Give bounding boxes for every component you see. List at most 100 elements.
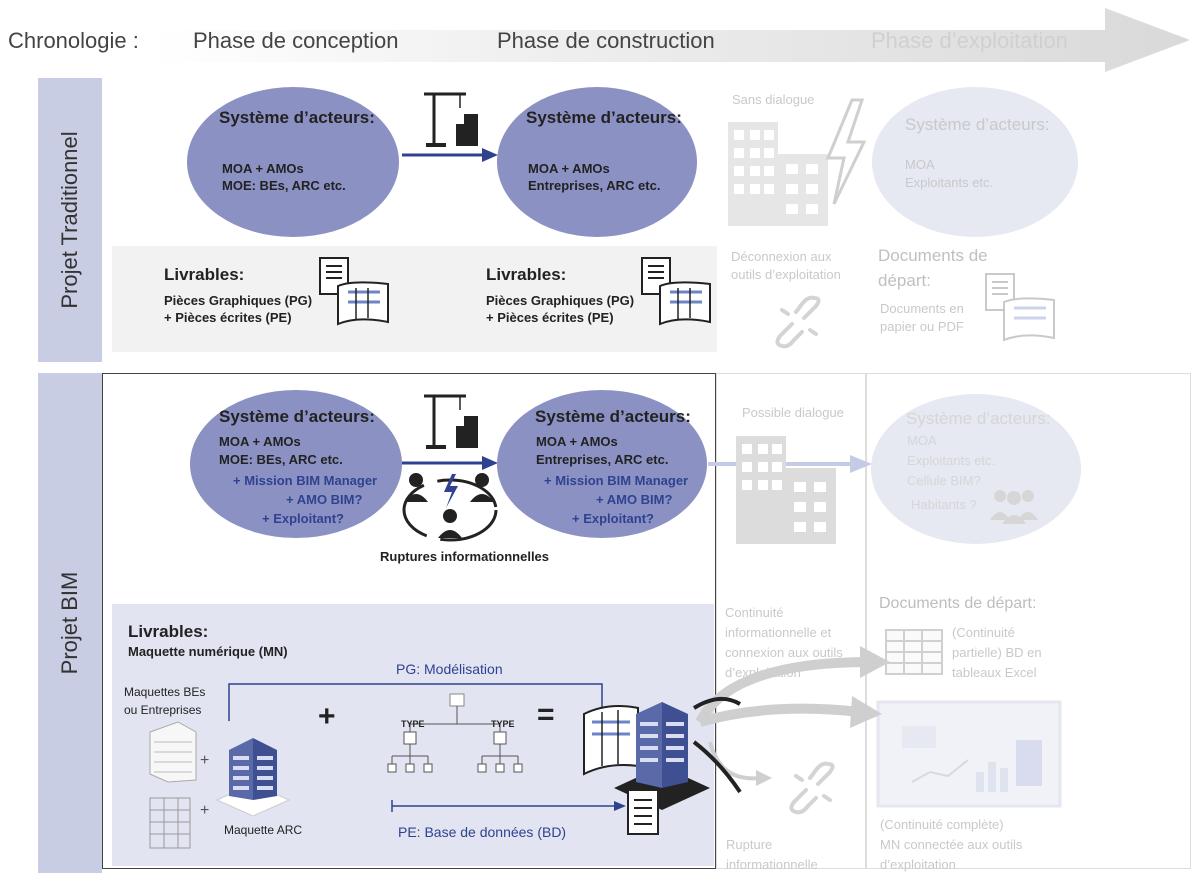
row-label-bim: Projet BIM	[38, 373, 102, 873]
timeline-label: Chronologie :	[8, 28, 139, 53]
continuity-line3: connexion aux outils	[725, 645, 843, 660]
flow-arrows	[692, 646, 890, 794]
complete-line3: d’exploitation	[880, 857, 956, 872]
equals-sign: =	[537, 698, 555, 731]
phase-construction: Phase de construction	[497, 28, 715, 53]
lightning-icon	[825, 98, 867, 205]
documents-icon	[319, 257, 389, 326]
trad-actors1-line1: MOA + AMOs	[222, 161, 304, 176]
bim-actors2-extra3: + Exploitant?	[572, 511, 654, 526]
ruptures-people-icon	[402, 473, 498, 542]
bim-actors-exploitation	[871, 394, 1081, 544]
bim-actors1-extra1: + Mission BIM Manager	[233, 473, 378, 488]
bim-actors3-line2: Exploitants etc.	[907, 453, 996, 468]
bim-docs-title: Documents de départ:	[879, 595, 1037, 612]
bim-deliv-sub: Maquette numérique (MN)	[128, 644, 288, 659]
spreadsheet-icon	[885, 629, 943, 675]
no-dialogue-label: Sans dialogue	[732, 92, 815, 107]
trad-deliv2-title: Livrables:	[486, 265, 567, 284]
bim-actors2-extra1: + Mission BIM Manager	[544, 473, 689, 488]
trad-deliv1-title: Livrables:	[164, 265, 245, 284]
building-3d-icon	[215, 738, 291, 817]
plus-small-2: +	[200, 802, 210, 819]
row-label-traditional: Projet Traditionnel	[38, 78, 102, 362]
bim-actors3-title: Système d’acteurs:	[906, 409, 1051, 428]
building-wireframe-icon	[149, 797, 191, 849]
broken-link-icon	[789, 761, 835, 815]
trad-deliv2-line2: + Pièces écrites (PE)	[486, 310, 614, 325]
maquette-arc-label: Maquette ARC	[224, 823, 303, 837]
phase-conception: Phase de conception	[193, 28, 399, 53]
ruptures-label: Ruptures informationnelles	[380, 549, 550, 564]
bim-actors-construction	[497, 390, 707, 538]
bim-actors2-line1: MOA + AMOs	[536, 434, 618, 449]
type-hierarchy-icon	[387, 693, 523, 773]
digital-model-icon	[583, 702, 710, 835]
plus-sign: +	[318, 700, 336, 733]
documents-icon	[641, 257, 711, 326]
timeline-arrow	[150, 8, 1190, 72]
partial-line2: partielle) BD en	[952, 645, 1042, 660]
type-label-2: TYPE	[491, 719, 515, 729]
crane-icon	[424, 92, 478, 147]
partial-line1: (Continuité	[952, 625, 1015, 640]
plus-small-1: +	[200, 752, 210, 769]
bim-actors3-line3: Cellule BIM?	[907, 473, 981, 488]
phase-exploitation: Phase d’exploitation	[871, 28, 1068, 53]
building-outline-icon	[149, 721, 197, 783]
bim-actors1-extra2: + AMO BIM?	[286, 492, 363, 507]
trad-deliv2-line1: Pièces Graphiques (PG)	[486, 293, 635, 308]
trad-actors-construction	[497, 87, 697, 237]
bim-arrow	[402, 456, 498, 470]
rupture-line2: informationnelle	[726, 857, 818, 872]
documents-icon	[985, 273, 1055, 342]
bim-actors1-line1: MOA + AMOs	[219, 434, 301, 449]
trad-docs-title-2: départ:	[878, 271, 931, 290]
building-icon	[736, 436, 836, 544]
trad-deliv1-line2: + Pièces écrites (PE)	[164, 310, 292, 325]
bim-actors-conception	[190, 390, 402, 538]
rupture-line1: Rupture	[726, 837, 773, 852]
type-label-1: TYPE	[401, 719, 425, 729]
dashboard-screen-icon	[876, 700, 1062, 808]
trad-actors2-title: Système d’acteurs:	[526, 108, 682, 127]
bim-actors3-line1: MOA	[907, 433, 937, 448]
pg-label: PG: Modélisation	[396, 661, 503, 677]
bim-actors2-extra2: + AMO BIM?	[596, 492, 673, 507]
trad-actors1-line2: MOE: BEs, ARC etc.	[222, 178, 346, 193]
broken-link-icon	[775, 295, 821, 349]
building-icon	[728, 122, 828, 226]
complete-line1: (Continuité complète)	[880, 817, 1004, 832]
bim-actors2-line2: Entreprises, ARC etc.	[536, 452, 669, 467]
trad-docs-line2: papier ou PDF	[880, 319, 964, 334]
crane-icon	[424, 394, 478, 449]
traditional-deliverables-panel	[112, 246, 717, 352]
pe-flow-line	[391, 800, 626, 812]
continuity-line1: Continuité	[725, 605, 784, 620]
trad-deliv1-line1: Pièces Graphiques (PG)	[164, 293, 313, 308]
trad-actors3-line2: Exploitants etc.	[905, 175, 994, 190]
possible-dialogue-label: Possible dialogue	[742, 405, 844, 420]
trad-arrow	[402, 148, 498, 162]
trad-actors-exploitation	[872, 87, 1078, 237]
bim-actors1-extra3: + Exploitant?	[262, 511, 344, 526]
group-people-icon	[990, 490, 1038, 524]
bim-actors1-line2: MOE: BEs, ARC etc.	[219, 452, 343, 467]
bim-exploit-frame-2	[866, 373, 1191, 869]
bim-exploit-frame	[716, 373, 866, 869]
trad-actors2-line2: Entreprises, ARC etc.	[528, 178, 661, 193]
bim-actors1-title: Système d’acteurs:	[219, 407, 375, 426]
complete-line2: MN connectée aux outils	[880, 837, 1023, 852]
bim-actors2-title: Système d’acteurs:	[535, 407, 691, 426]
disconnect-line2: outils d’exploitation	[731, 267, 841, 282]
trad-docs-title-1: Documents de	[878, 246, 988, 265]
continuity-line2: informationnelle et	[725, 625, 832, 640]
trad-actors2-line1: MOA + AMOs	[528, 161, 610, 176]
trad-actors3-title: Système d’acteurs:	[905, 115, 1050, 134]
bim-deliv-title: Livrables:	[128, 622, 209, 641]
maquettes-bes-line2: ou Entreprises	[124, 703, 202, 717]
trad-actors1-title: Système d’acteurs:	[219, 108, 375, 127]
maquettes-bes-line1: Maquettes BEs	[124, 685, 206, 699]
pe-label: PE: Base de données (BD)	[398, 824, 567, 840]
trad-actors-conception	[187, 87, 399, 237]
